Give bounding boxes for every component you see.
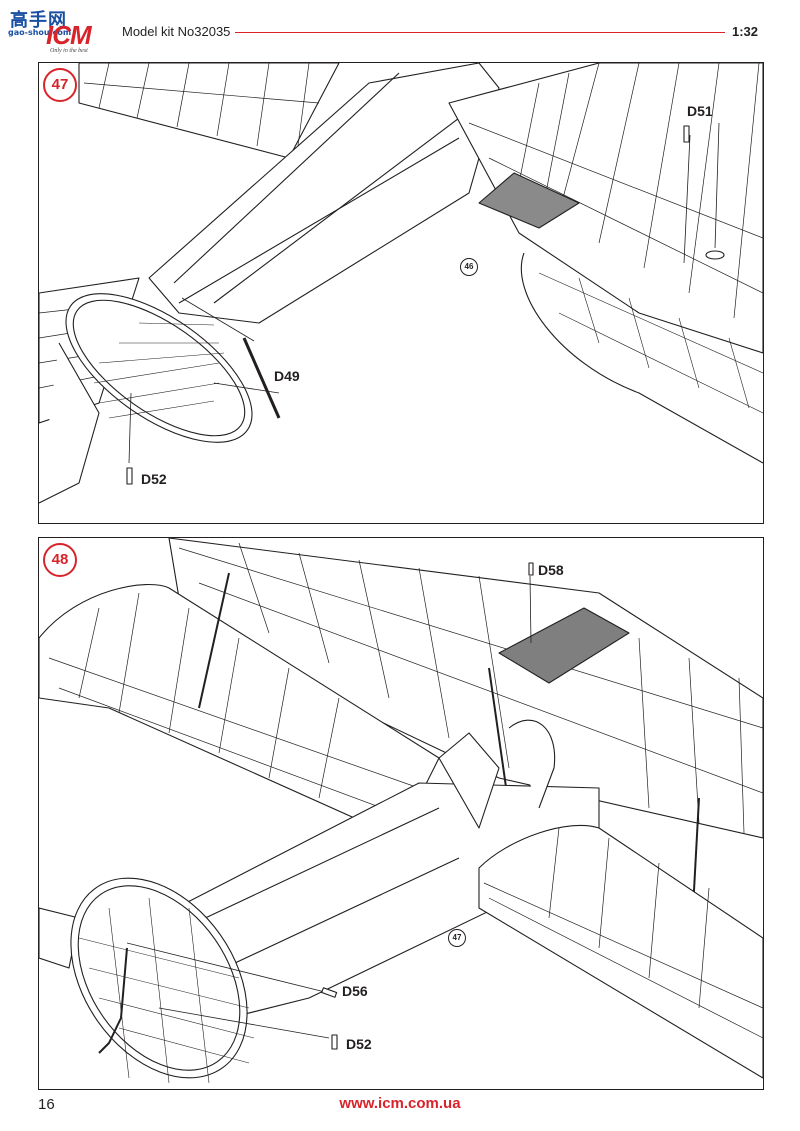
page-header: 高手网 gao-shou.com ICM Only in the best Mo… [0,0,800,60]
step-number-badge: 47 [43,68,77,102]
page-footer: 16 www.icm.com.ua [0,1092,800,1131]
reference-step-badge: 47 [448,929,466,947]
logo-watermark-cn: 高手网 [10,10,67,31]
step-48-drawing [39,538,763,1084]
part-label-d52: D52 [141,471,167,487]
kit-title: Model kit No32035 [122,24,231,39]
website-link[interactable]: www.icm.com.ua [339,1095,461,1112]
part-label-d52: D52 [346,1036,372,1052]
step-48-panel: 48 [38,537,764,1090]
logo-brand: ICM [46,20,92,50]
part-label-d56: D56 [342,983,368,999]
part-label-d51: D51 [687,103,713,119]
header-divider [235,32,725,33]
reference-step-badge: 46 [460,258,478,276]
part-label-d49: D49 [274,368,300,384]
icm-logo: 高手网 gao-shou.com ICM Only in the best [8,6,118,60]
logo-watermark-url: gao-shou.com [8,28,72,37]
kit-scale: 1:32 [731,24,758,39]
step-47-panel: 47 [38,62,764,524]
part-label-d58: D58 [538,562,564,578]
step-47-drawing [39,63,763,504]
logo-tagline: Only in the best [50,48,88,54]
step-number-badge: 48 [43,543,77,577]
page-number: 16 [38,1096,55,1113]
